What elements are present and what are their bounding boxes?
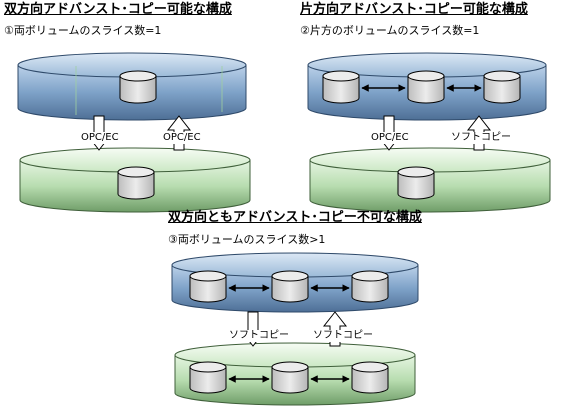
section1-subtitle: ①両ボリュームのスライス数=1 (4, 24, 162, 37)
section2-arrow-right-label: ソフトコピー (450, 132, 512, 144)
section2-source-slice-3 (483, 70, 521, 104)
section3-source-slice-1 (189, 270, 227, 303)
section3-target-slice-3 (351, 361, 389, 394)
section2-source-slice-1 (322, 70, 360, 104)
section1-title: 双方向アドバンスト･コピー可能な構成 (4, 2, 232, 17)
section3-arrow-right-label: ソフトコピー (312, 330, 374, 342)
section3-target-slice-1 (189, 361, 227, 394)
section3-target-slice-2 (271, 361, 309, 394)
section3-title: 双方向ともアドバンスト･コピー不可な構成 (168, 210, 422, 225)
section1-arrow-left-label: OPC/EC (80, 132, 120, 144)
section1-source-slice (119, 70, 157, 104)
section1-target-slice (117, 166, 155, 200)
section3-arrow-left-label: ソフトコピー (228, 330, 290, 342)
section2-source-slice-2 (407, 70, 445, 104)
section2-title: 片方向アドバンスト･コピー可能な構成 (300, 2, 528, 17)
section3-source-slice-3 (351, 270, 389, 303)
section2-target-slice (397, 166, 435, 200)
section2-subtitle: ②片方のボリュームのスライス数=1 (300, 24, 480, 37)
section2-arrow-left-label: OPC/EC (370, 132, 410, 144)
section3-source-slice-2 (271, 270, 309, 303)
section3-up-arrow (322, 311, 348, 347)
section3-subtitle: ③両ボリュームのスライス数>1 (168, 233, 326, 246)
section1-arrow-right-label: OPC/EC (162, 132, 202, 144)
